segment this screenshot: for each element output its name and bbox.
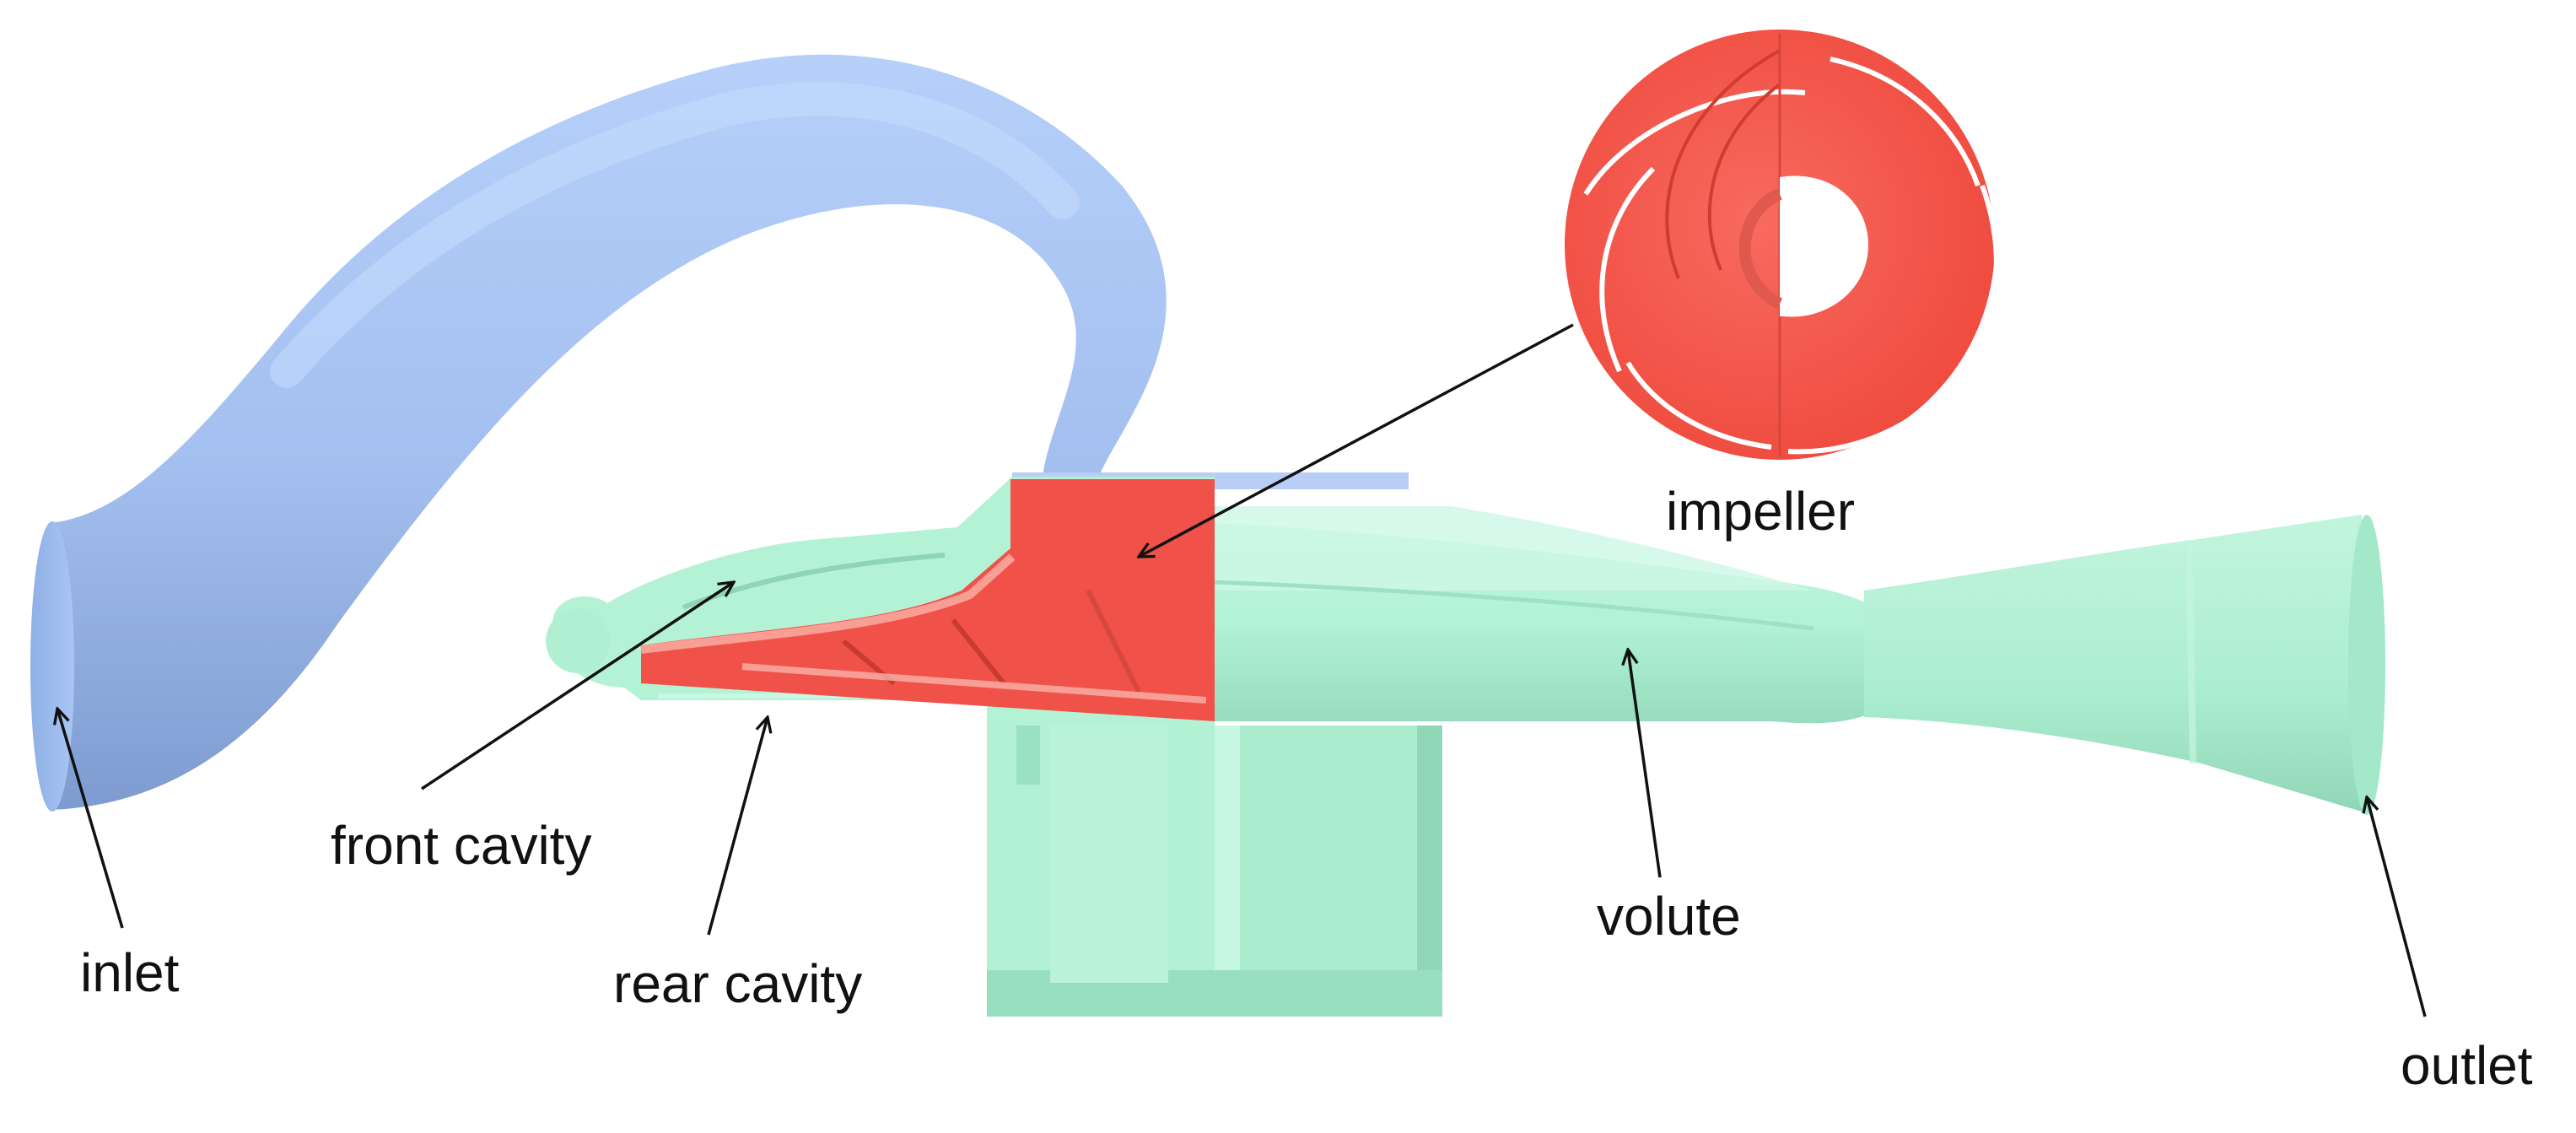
- impeller-inset: [1565, 30, 1999, 460]
- label-outlet: outlet: [2401, 1035, 2533, 1096]
- annotation-arrows: [57, 323, 2427, 1017]
- label-front-cavity: front cavity: [331, 815, 591, 876]
- arrow-rear-cavity: [707, 717, 768, 936]
- label-rear-cavity: rear cavity: [613, 953, 862, 1014]
- arrow-volute: [1628, 650, 1662, 878]
- label-impeller: impeller: [1666, 481, 1855, 542]
- label-volute: volute: [1597, 886, 1741, 947]
- arrow-inlet: [57, 709, 124, 929]
- arrow-impeller: [1139, 323, 1574, 557]
- volute-casing: [546, 477, 2385, 1017]
- arrow-front-cavity: [421, 582, 734, 790]
- label-inlet: inlet: [80, 942, 180, 1003]
- arrow-outlet: [2367, 797, 2427, 1017]
- impeller-section: [640, 479, 1215, 721]
